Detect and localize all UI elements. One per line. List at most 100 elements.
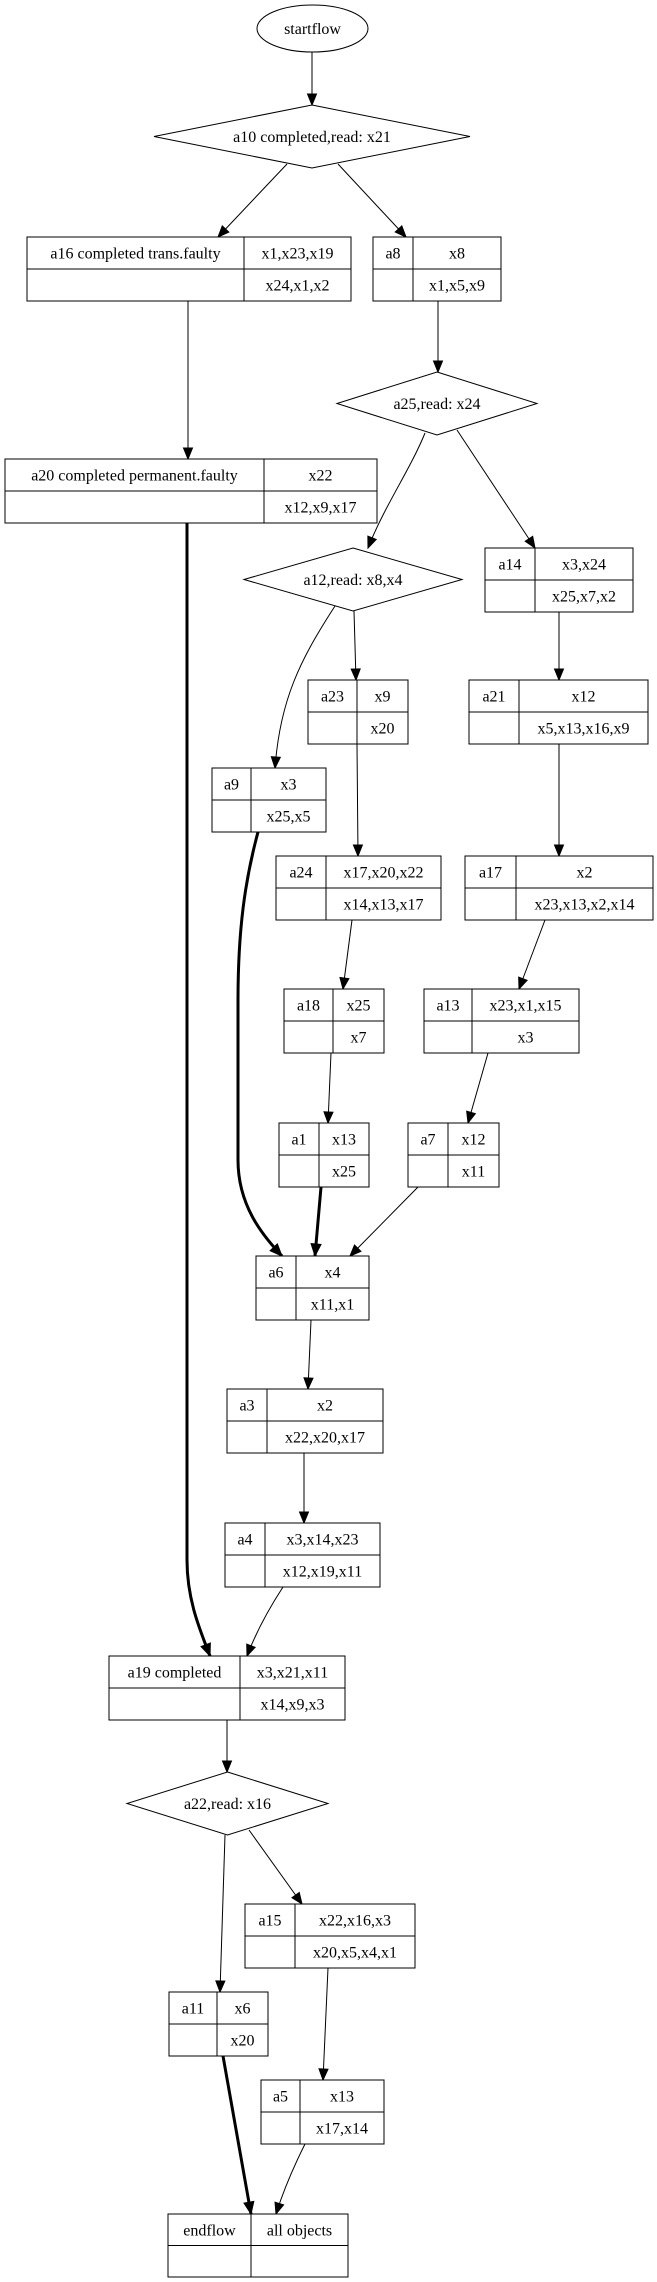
- record-bottom-value: x14,x9,x3: [261, 1697, 325, 1714]
- arrowhead-icon: [553, 844, 565, 858]
- node-a10[interactable]: a10 completed,read: x21: [153, 104, 471, 169]
- record-top-value: x17,x20,x22: [344, 865, 424, 882]
- arrowhead-icon: [303, 1377, 314, 1391]
- arrowhead-icon: [182, 447, 194, 461]
- record-top-value: x8: [449, 246, 465, 263]
- record-top-value: x2: [577, 865, 593, 882]
- arrowhead-icon: [432, 360, 444, 374]
- arrowhead-icon: [553, 668, 565, 682]
- record-name: a19 completed: [128, 1665, 222, 1682]
- arrowhead-icon: [221, 1760, 233, 1774]
- diamond-shape: [153, 104, 471, 169]
- record-name: a6: [268, 1265, 283, 1282]
- arrowhead-icon: [352, 844, 364, 858]
- edge-a24-to-a18: [339, 919, 353, 991]
- edge-a17-to-a13: [518, 919, 546, 991]
- arrowhead-icon: [318, 2068, 329, 2082]
- arrowhead-icon: [339, 976, 350, 991]
- record-top-value: x13: [332, 1132, 356, 1149]
- record-name: a17: [479, 865, 502, 882]
- record-name: a14: [498, 557, 521, 574]
- record-top-value: x3,x21,x11: [257, 1665, 328, 1682]
- edge-line: [236, 831, 284, 1258]
- arrowhead-icon: [274, 2201, 285, 2216]
- record-bottom-value: x25,x5: [267, 809, 311, 826]
- arrowhead-icon: [350, 668, 361, 682]
- edge-line: [248, 1829, 303, 1905]
- record-top-value: x22,x16,x3: [319, 1913, 391, 1930]
- node-label: startflow: [284, 21, 341, 38]
- edge-line: [327, 1052, 332, 1124]
- edge-a12-to-a9: [270, 605, 336, 770]
- node-a22[interactable]: a22,read: x16: [125, 1771, 330, 1836]
- node-a12[interactable]: a12,read: x8,x4: [242, 547, 464, 612]
- node-startflow[interactable]: startflow: [256, 4, 369, 53]
- edge-a18-to-a1: [323, 1052, 334, 1125]
- edge-startflow-to-a10: [306, 52, 318, 107]
- edge-a1-to-a6: [310, 1186, 323, 1258]
- record-name: a21: [482, 689, 505, 706]
- edge-line: [349, 1186, 419, 1257]
- edge-line: [518, 919, 546, 990]
- edge-line: [337, 163, 407, 238]
- edge-line: [307, 1319, 312, 1390]
- record-name: a23: [321, 689, 344, 706]
- record-name: a8: [385, 246, 400, 263]
- record-top-value: x6: [235, 2001, 251, 2018]
- edge-a8-to-a25: [432, 301, 444, 374]
- node-a19[interactable]: a19 completed x3,x21,x11 x14,x9,x3: [108, 1655, 346, 1721]
- record-name: a7: [420, 1132, 435, 1149]
- edge-line: [246, 1586, 284, 1657]
- diamond-shape: [242, 547, 464, 612]
- record-name: endflow: [183, 2222, 236, 2239]
- edge-line: [356, 743, 359, 857]
- edge-a23-to-a24: [352, 743, 364, 858]
- edge-a21-to-a17: [553, 744, 565, 858]
- record-bottom-value: x12,x9,x17: [285, 500, 357, 517]
- edge-a3-to-a4: [298, 1453, 310, 1525]
- record-top-value: x1,x23,x19: [262, 246, 334, 263]
- record-top-value: x3,x14,x23: [287, 1532, 359, 1549]
- node-label: a12,read: x8,x4: [303, 572, 402, 589]
- record-bottom-value: x3: [518, 1030, 534, 1047]
- record-top-value: all objects: [267, 2222, 332, 2239]
- diamond-shape: [335, 371, 539, 436]
- record-top-value: x13: [330, 2089, 354, 2106]
- record-top-value: x12: [462, 1132, 486, 1149]
- arrowhead-icon: [306, 93, 318, 107]
- node-a7[interactable]: a7 x12 x11: [407, 1122, 500, 1188]
- arrowhead-icon: [323, 1111, 334, 1125]
- arrowhead-icon: [217, 225, 230, 238]
- edge-a12-to-a23: [350, 610, 361, 682]
- arrowhead-icon: [298, 1511, 310, 1525]
- edge-a25-to-a14: [456, 429, 536, 550]
- record-bottom-value: x11: [462, 1164, 485, 1181]
- record-top-value: x4: [325, 1265, 341, 1282]
- node-a25[interactable]: a25,read: x24: [335, 371, 539, 436]
- edge-a22-to-a11: [215, 1834, 226, 1994]
- edge-a25-to-a12: [367, 432, 426, 550]
- edge-line: [185, 523, 212, 1657]
- node-endflow[interactable]: endflow all objects: [167, 2213, 349, 2278]
- edge-line: [353, 610, 357, 681]
- record-bottom-value: x12,x19,x11: [283, 1564, 362, 1581]
- edge-a13-to-a7: [466, 1052, 489, 1125]
